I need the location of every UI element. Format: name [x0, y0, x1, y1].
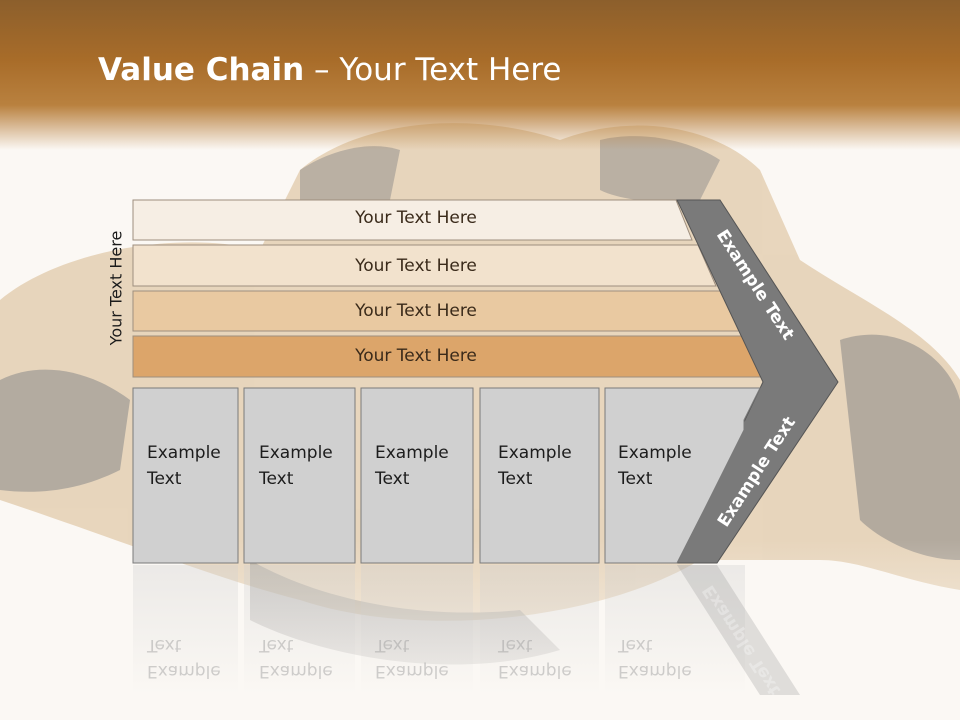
box-2 [243, 387, 356, 564]
bar-2 [132, 244, 717, 287]
bar-1-label: Your Text Here [355, 208, 477, 228]
box-5 [604, 387, 761, 564]
bar-1 [132, 199, 693, 241]
chevron-arrow [676, 199, 839, 564]
box-4 [479, 387, 600, 564]
bar-4-label: Your Text Here [355, 346, 477, 366]
box-1 [132, 387, 239, 564]
bar-3-label: Your Text Here [355, 301, 477, 321]
slide-title: Value Chain – Your Text Here [98, 52, 562, 88]
header-band [0, 0, 960, 150]
box-3 [360, 387, 474, 564]
side-label: Your Text Here [106, 230, 126, 346]
bar-2-label: Your Text Here [355, 256, 477, 276]
